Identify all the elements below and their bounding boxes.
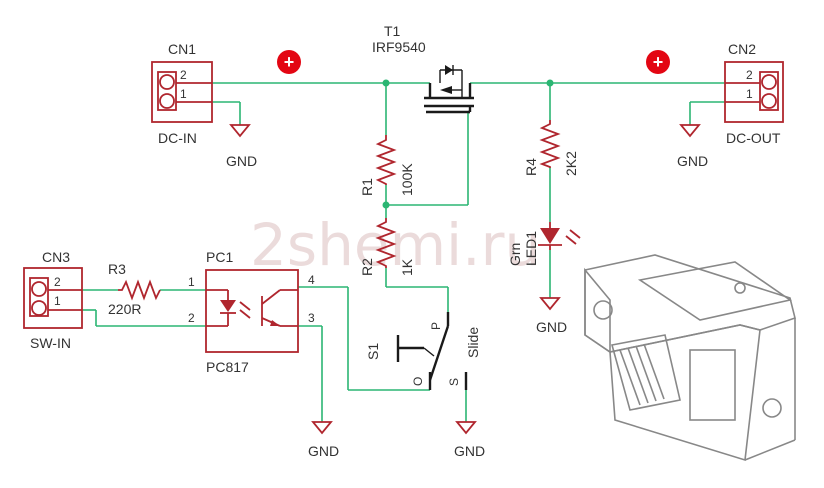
- resistor-r2: R2 1K: [359, 218, 415, 276]
- junction-dot: [382, 201, 390, 209]
- r3-value: 220R: [108, 301, 141, 317]
- pc1-pin-1: 1: [188, 275, 195, 289]
- svg-text:GND: GND: [677, 153, 708, 169]
- junction-dot: [382, 79, 390, 87]
- pc1-pin-2: 2: [188, 311, 195, 325]
- r2-ref: R2: [359, 258, 375, 276]
- junctions: [382, 79, 554, 209]
- t1-value: IRF9540: [372, 39, 426, 55]
- s1-ref: S1: [365, 343, 381, 360]
- cn1-pin-2: 2: [180, 68, 187, 82]
- svg-text:GND: GND: [226, 153, 257, 169]
- cn3-name: SW-IN: [30, 335, 71, 351]
- connector-cn2: CN2 2 1 DC-OUT: [724, 41, 784, 146]
- pc1-pin-4: 4: [308, 273, 315, 287]
- pc1-pin-3: 3: [308, 311, 315, 325]
- svg-text:GND: GND: [454, 443, 485, 459]
- r4-ref: R4: [523, 158, 539, 176]
- mosfet-t1: T1 IRF9540: [372, 23, 474, 114]
- led1-ref: LED1: [523, 231, 539, 266]
- junction-dot: [546, 79, 554, 87]
- pc1-value: PC817: [206, 359, 249, 375]
- cn3-pin-2: 2: [54, 275, 61, 289]
- gnd-symbol-pc1: GND: [308, 421, 339, 459]
- gnd-symbol-led: GND: [536, 297, 567, 335]
- r1-ref: R1: [359, 178, 375, 196]
- cn1-name: DC-IN: [158, 130, 197, 146]
- r1-value: 100K: [399, 163, 415, 196]
- resistor-r4: R4 2K2: [523, 120, 579, 176]
- led-led1: LED1 Grn: [507, 222, 581, 266]
- cn1-pin-1: 1: [180, 87, 187, 101]
- cn2-ref: CN2: [728, 41, 756, 57]
- s1-pin-p: P: [429, 322, 443, 330]
- cn2-pin-2: 2: [746, 68, 753, 82]
- gnd-symbol-s1: GND: [454, 421, 485, 459]
- slide-switch-illustration: [584, 254, 796, 462]
- cn2-pin-1: 1: [746, 87, 753, 101]
- t1-ref: T1: [384, 23, 401, 39]
- s1-type: Slide: [465, 327, 481, 358]
- plus-marker-right: +: [646, 50, 670, 74]
- pc1-ref: PC1: [206, 249, 233, 265]
- s1-pin-s: S: [447, 378, 461, 386]
- resistor-r1: R1 100K: [359, 135, 415, 196]
- svg-text:+: +: [284, 52, 295, 72]
- r4-value: 2K2: [563, 151, 579, 176]
- switch-s1: S1 Slide P O S: [365, 312, 481, 390]
- led1-color: Grn: [507, 243, 523, 266]
- cn3-ref: CN3: [42, 249, 70, 265]
- connector-cn1: CN1 2 1 DC-IN: [151, 41, 213, 146]
- optocoupler-pc1: PC1 1 2 4 3 PC817: [188, 249, 315, 375]
- r2-value: 1K: [399, 258, 415, 276]
- wires: [82, 82, 725, 422]
- resistor-r3: R3 220R: [108, 261, 161, 317]
- cn2-name: DC-OUT: [726, 130, 781, 146]
- gnd-symbol-cn2: GND: [677, 124, 708, 169]
- connector-cn3: CN3 2 1 SW-IN: [23, 249, 83, 351]
- watermark: 2shemi.ru: [250, 211, 541, 279]
- svg-text:GND: GND: [536, 319, 567, 335]
- svg-text:+: +: [653, 52, 664, 72]
- cn1-ref: CN1: [168, 41, 196, 57]
- plus-marker-left: +: [277, 50, 301, 74]
- s1-pin-o: O: [411, 377, 425, 386]
- cn3-pin-1: 1: [54, 294, 61, 308]
- r3-ref: R3: [108, 261, 126, 277]
- gnd-symbol-cn1: GND: [226, 124, 257, 169]
- svg-text:GND: GND: [308, 443, 339, 459]
